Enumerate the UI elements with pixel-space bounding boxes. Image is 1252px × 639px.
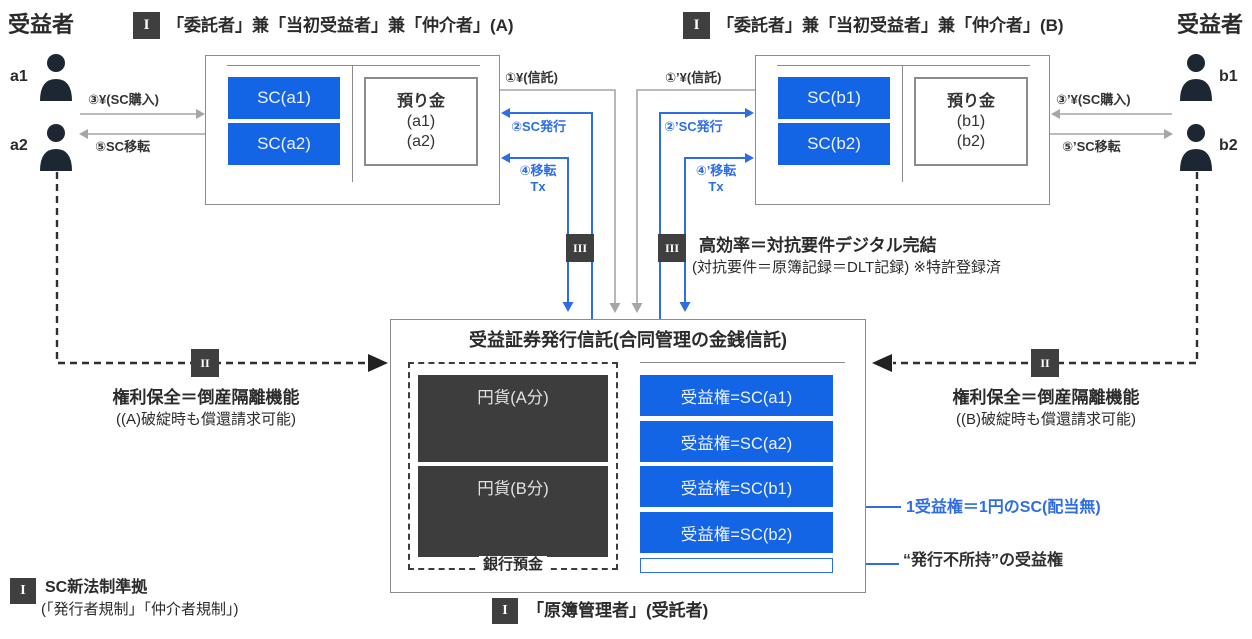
flow-label-tx-a: ④移転 Tx: [506, 163, 570, 196]
arrow-move-b: [1050, 129, 1173, 139]
beneficiary-label-left: 受益者: [8, 12, 75, 37]
flow-label-buy-b: ③’¥(SC購入): [1056, 92, 1131, 107]
flow-label-tx-b-line1: ④’移転: [695, 163, 737, 178]
flow-label-issue-a: ②SC発行: [511, 119, 567, 134]
deposit-b-line1: (b1): [956, 112, 986, 130]
deposit-b-title: 預り金: [946, 92, 995, 110]
flow-label-issue-b: ②’SC発行: [664, 119, 723, 134]
flow-label-tx-b-line2: Tx: [708, 179, 724, 195]
efficiency-note-sub: (対抗要件＝原簿記録＝DLT記録) ※特許登録済: [692, 259, 1001, 276]
deposit-a-line2: (a2): [406, 132, 436, 150]
divider-line: [640, 362, 845, 363]
flow-label-tx-a-line2: Tx: [530, 179, 546, 195]
deposit-a-line1: (a1): [406, 112, 436, 130]
deposit-box-b: 預り金 (b1) (b2): [914, 77, 1028, 166]
flow-label-trust-a: ①¥(信託): [505, 70, 558, 85]
badge-roman-one: I: [492, 598, 518, 624]
sc-b1-box: SC(b1): [778, 77, 890, 119]
efficiency-note-title: 高効率＝対抗要件デジタル完結: [699, 236, 937, 255]
actor-b2-label: b2: [1219, 137, 1238, 154]
cash-box-b: 円貨(B分): [418, 466, 608, 557]
bank-deposit-label-wrap: 銀行預金: [408, 556, 618, 575]
badge-roman-two: II: [191, 349, 219, 377]
person-icon: [1178, 121, 1214, 171]
beneficiary-label-right: 受益者: [1177, 12, 1244, 37]
sc-a1-box: SC(a1): [228, 77, 340, 119]
divider-line: [227, 65, 480, 66]
trust-box-title: 受益証券発行信託(合同管理の金銭信託): [469, 330, 787, 350]
law-note-title: SC新法制準拠: [45, 579, 148, 596]
unissued-right-box: [640, 558, 833, 573]
arrow-issue-a: [501, 108, 593, 319]
sc-b2-box: SC(b2): [778, 123, 890, 165]
nonissue-note: “発行不所持”の受益権: [903, 552, 1064, 569]
flow-label-trust-b: ①’¥(信託): [665, 70, 722, 85]
badge-roman-one: I: [133, 12, 160, 39]
unit-note: 1受益権＝1円のSC(配当無): [906, 499, 1101, 516]
actor-a1-label: a1: [10, 68, 28, 85]
protect-left-sub: ((A)破綻時も償還請求可能): [116, 411, 296, 428]
person-icon: [38, 121, 74, 171]
manager-label: 「原簿管理者」(受託者): [527, 601, 709, 620]
protect-right-sub: ((B)破綻時も償還請求可能): [956, 411, 1136, 428]
flow-label-move-a: ⑤SC移転: [95, 139, 151, 154]
deposit-a-title: 預り金: [396, 92, 445, 110]
arrow-issue-b: [659, 108, 754, 319]
right-sc-b1-box: 受益権=SC(b1): [640, 466, 833, 507]
protect-right-title: 権利保全＝倒産隔離機能: [952, 388, 1140, 407]
arrow-buy-a: [80, 109, 205, 119]
sc-a2-box: SC(a2): [228, 123, 340, 165]
person-icon: [1178, 51, 1214, 101]
divider-line: [777, 65, 1030, 66]
badge-roman-three: III: [566, 234, 594, 262]
actor-b1-label: b1: [1219, 68, 1238, 85]
arrow-buy-b: [1051, 109, 1172, 119]
intermediary-b-title: 「委託者」兼「当初受益者」兼「仲介者」(B): [717, 16, 1064, 35]
deposit-box-a: 預り金 (a1) (a2): [364, 77, 478, 166]
badge-roman-two: II: [1031, 349, 1059, 377]
bank-deposit-label: 銀行預金: [478, 556, 547, 573]
flow-label-tx-a-line1: ④移転: [519, 163, 557, 178]
flow-label-buy-a: ③¥(SC購入): [88, 92, 159, 107]
protect-left-title: 権利保全＝倒産隔離機能: [112, 388, 300, 407]
divider-line: [902, 65, 903, 182]
arrow-move-a: [79, 129, 205, 139]
actor-a2-label: a2: [10, 137, 28, 154]
flow-label-move-b: ⑤’SC移転: [1062, 139, 1121, 154]
law-note-sub: (「発行者規制」「仲介者規制」): [41, 601, 239, 618]
right-sc-b2-box: 受益権=SC(b2): [640, 512, 833, 553]
badge-roman-one: I: [10, 578, 36, 604]
divider-line: [352, 65, 353, 182]
right-sc-a2-box: 受益権=SC(a2): [640, 421, 833, 462]
cash-box-a: 円貨(A分): [418, 375, 608, 462]
right-sc-a1-box: 受益権=SC(a1): [640, 375, 833, 416]
deposit-b-line2: (b2): [956, 132, 986, 150]
person-icon: [38, 51, 74, 101]
flow-label-tx-b: ④’移転 Tx: [684, 163, 748, 196]
badge-roman-three: III: [658, 234, 686, 262]
badge-roman-one: I: [683, 12, 710, 39]
intermediary-a-title: 「委託者」兼「当初受益者」兼「仲介者」(A): [167, 16, 514, 35]
